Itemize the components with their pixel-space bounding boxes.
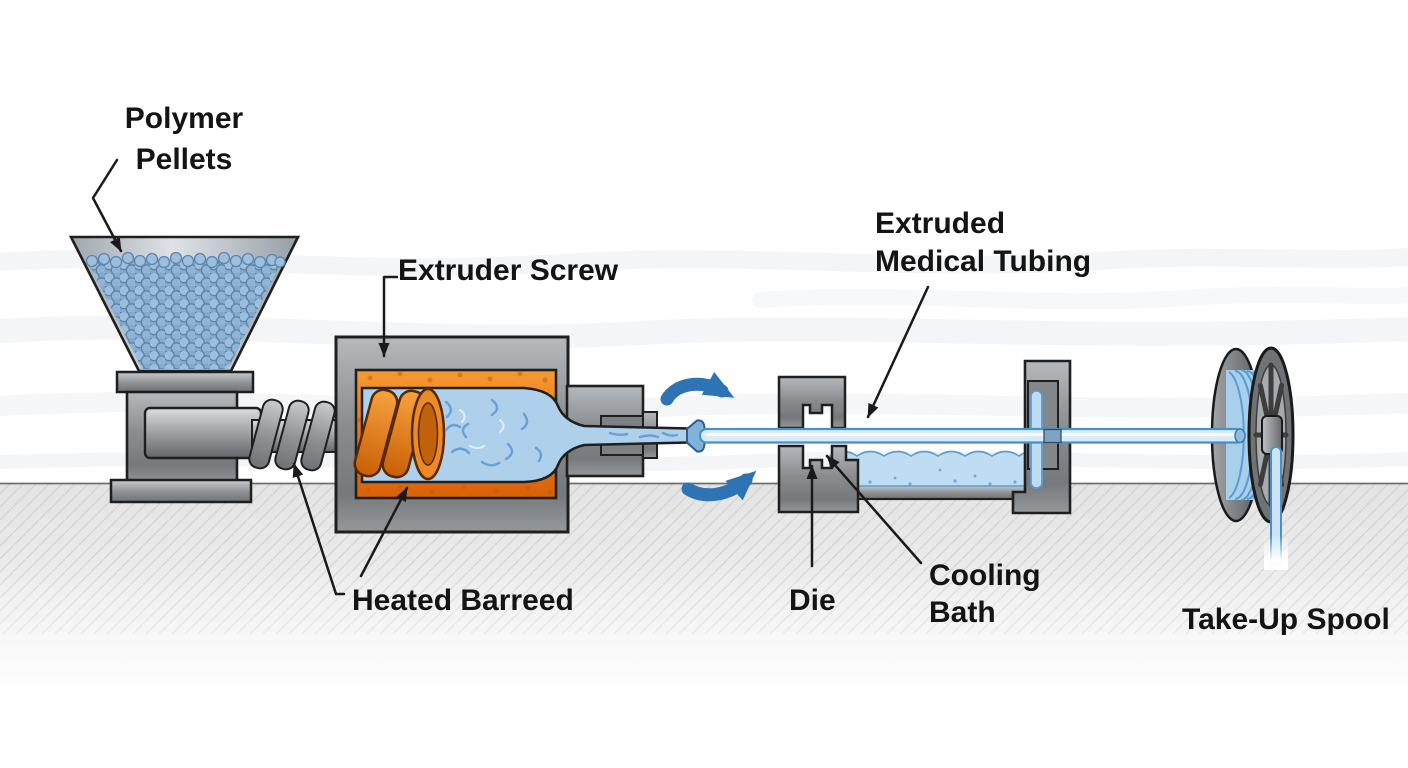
tubing-in-guide <box>1043 428 1062 444</box>
cooling-bath-leader <box>825 454 923 565</box>
molten-swirls <box>444 398 679 467</box>
guide-block <box>1011 359 1072 515</box>
drive-cylinder <box>143 406 263 460</box>
screw-tip-core <box>417 402 439 466</box>
tubing-tip <box>1234 428 1246 444</box>
drive-screw <box>248 398 341 472</box>
label-die: Die <box>789 584 836 617</box>
screw-rotation-arrows <box>660 371 757 502</box>
die-entry-cone <box>686 419 706 453</box>
extruder-screw-part <box>353 387 446 481</box>
leader-lines <box>91 158 930 596</box>
rotation-arrow-bottom <box>681 470 757 502</box>
hopper-flange <box>115 370 255 394</box>
label-polymer-pellets: Polymer Pellets <box>98 98 270 180</box>
water-speckles <box>868 468 1017 486</box>
label-extruded-tubing: Extruded Medical Tubing <box>875 205 1091 281</box>
floor <box>0 482 1408 768</box>
polymer-pellets-leader <box>91 158 123 253</box>
label-line: Pellets <box>135 143 233 176</box>
label-heated-barrel: Heated Barreed <box>352 584 574 617</box>
extruded-tubing-leader <box>866 285 930 419</box>
hopper <box>68 235 301 504</box>
screw-flight <box>248 398 284 470</box>
heated-barrel-leader-right <box>359 486 409 578</box>
screw-flight <box>353 388 399 478</box>
screw-flight <box>274 399 310 471</box>
molten-highlights <box>459 409 505 449</box>
label-line: Medical Tubing <box>875 245 1092 278</box>
base-flange <box>109 478 253 504</box>
heated-barrel-leader-left <box>292 462 346 596</box>
label-cooling-bath: Cooling Bath <box>929 557 1041 631</box>
pellet-texture <box>87 260 282 369</box>
bath-water <box>829 450 1035 487</box>
rotation-arrow-top <box>660 371 735 406</box>
label-line: Bath <box>929 596 996 629</box>
die-top-block <box>777 375 847 430</box>
label-line: Polymer <box>124 102 244 135</box>
extruder-screw-leader <box>378 275 399 358</box>
extruded-tubing-part <box>698 427 1288 570</box>
tubing-highlight <box>706 433 1237 436</box>
tubing-fade <box>1264 535 1288 570</box>
label-line: Cooling <box>929 559 1041 592</box>
label-take-up-spool: Take-Up Spool <box>1182 603 1390 636</box>
die-part <box>777 375 860 514</box>
screw-flight <box>300 400 336 472</box>
label-extruder-screw: Extruder Screw <box>398 254 619 287</box>
label-line: Extruded <box>875 207 1006 240</box>
pellet-top-row <box>85 251 286 269</box>
